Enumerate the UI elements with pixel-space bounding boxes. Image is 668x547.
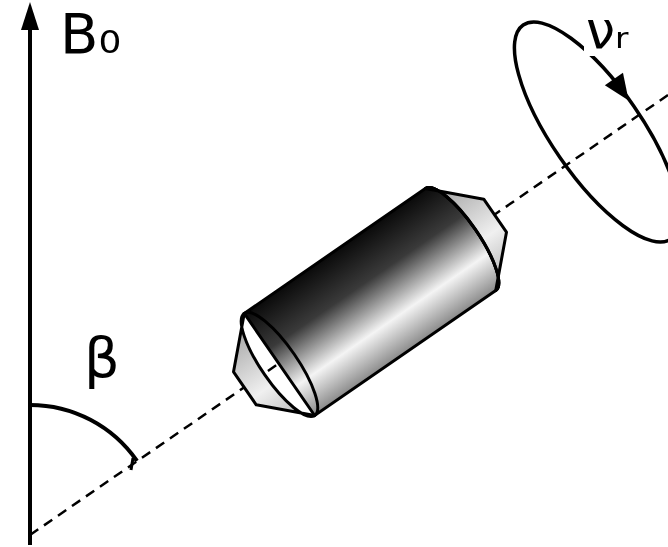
rotor-axis xyxy=(30,95,668,535)
field-arrowhead xyxy=(21,2,39,30)
frequency-label: νᵣ xyxy=(584,4,631,56)
angle-arc xyxy=(30,405,137,461)
rotor-cylinder xyxy=(210,165,531,440)
field-axis xyxy=(28,20,32,545)
field-label: B₀ xyxy=(58,6,123,62)
spin-ellipse xyxy=(486,0,668,265)
angle-label: β xyxy=(82,330,122,386)
